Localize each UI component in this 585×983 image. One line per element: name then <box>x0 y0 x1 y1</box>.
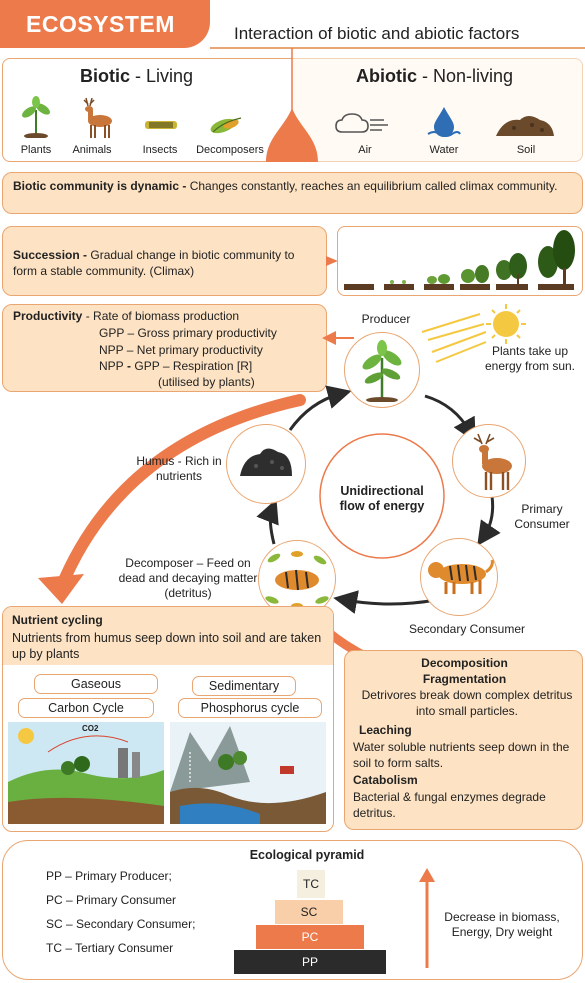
npp-formula: NPP - GPP – Respiration [R] <box>99 358 252 374</box>
biotic-dash: - <box>130 66 147 86</box>
abiotic-item-soil: Soil <box>516 144 536 156</box>
fragmentation-title: Fragmentation <box>422 672 507 686</box>
deer-icon <box>83 97 112 138</box>
productivity-box: Productivity - Rate of biomass productio… <box>2 304 327 392</box>
pyramid-level-pp: PP <box>234 950 386 974</box>
pyramid-legend-pc: PC – Primary Consumer <box>46 893 177 907</box>
divider-drop <box>266 48 318 162</box>
insects-icon <box>145 121 177 129</box>
biotic-title: Biotic <box>80 66 131 86</box>
productivity-text: - Rate of biomass production <box>82 309 240 323</box>
abiotic-title: Abiotic <box>356 66 417 86</box>
biotic-item-decomposers: Decomposers <box>196 144 264 156</box>
carbon-cycle-illustration <box>8 722 164 824</box>
sun-energy-label: Plants take up energy from sun. <box>484 344 576 373</box>
nutrient-title: Nutrient cycling <box>12 613 103 627</box>
npp-formula-note: (utilised by plants) <box>158 375 255 389</box>
succession-lead: Succession - <box>13 248 88 262</box>
producer-label: Producer <box>361 312 411 326</box>
abiotic-item-water: Water <box>429 144 459 156</box>
biotic-item-plants: Plants <box>20 144 52 156</box>
energy-flow-label: Unidirectional flow of energy <box>339 484 425 513</box>
gaseous-pill: Gaseous <box>34 674 158 694</box>
biotic-item-animals: Animals <box>72 144 112 156</box>
biotic-subtitle: Living <box>146 66 194 86</box>
plant-icon <box>22 96 50 138</box>
succession-stages-illustration <box>344 230 575 290</box>
decomposition-box: Decomposition Fragmentation Detrivores b… <box>344 650 583 830</box>
deer-icon-primary <box>473 433 512 490</box>
productivity-heading: Productivity - Rate of biomass productio… <box>13 308 239 324</box>
succession-arrow <box>326 256 338 266</box>
phosphorus-cycle-illustration <box>170 722 326 824</box>
sedimentary-pill: Sedimentary <box>192 676 296 696</box>
gpp-definition: GPP – Gross primary productivity <box>99 326 277 340</box>
decomposer-label: Decomposer – Feed on dead and decaying m… <box>118 556 258 600</box>
community-box: Biotic community is dynamic - Changes co… <box>2 172 583 214</box>
header-line <box>210 47 585 49</box>
co2-label: CO2 <box>82 724 99 733</box>
carbon-cycle-pill: Carbon Cycle <box>18 698 154 718</box>
succession-text-block: Succession - Gradual change in biotic co… <box>13 247 313 279</box>
community-text: Changes constantly, reaches an equilibri… <box>189 179 558 193</box>
nutrient-text: Nutrients from humus seep down into soil… <box>12 631 322 661</box>
abiotic-heading: Abiotic - Non-living <box>356 66 513 87</box>
decomposition-title: Decomposition <box>421 656 508 670</box>
water-icon <box>427 107 461 137</box>
humus-label: Humus - Rich in nutrients <box>136 454 222 483</box>
air-icon <box>335 113 388 133</box>
soil-icon <box>496 116 554 136</box>
npp-definition: NPP – Net primary productivity <box>99 343 263 357</box>
community-lead: Biotic community is dynamic - <box>13 179 187 193</box>
biotic-heading: Biotic - Living <box>80 66 193 87</box>
leaching-title: Leaching <box>359 723 412 737</box>
biotic-item-insects: Insects <box>142 144 178 156</box>
title-banner: ECOSYSTEM <box>0 0 210 48</box>
pyramid-level-sc: SC <box>275 900 343 924</box>
pyramid-arrow-label: Decrease in biomass, Energy, Dry weight <box>444 910 560 939</box>
community-text-block: Biotic community is dynamic - Changes co… <box>13 178 573 194</box>
succession-text: Gradual change in biotic community to fo… <box>13 248 295 278</box>
leaching-text: Water soluble nutrients seep down in the… <box>353 740 570 770</box>
abiotic-panel <box>292 58 583 162</box>
biotic-panel <box>2 58 292 162</box>
pyramid-legend-tc: TC – Tertiary Consumer <box>46 941 174 955</box>
pyramid-legend-pp: PP – Primary Producer; <box>46 869 172 883</box>
abiotic-dash: - <box>417 66 433 86</box>
pyramid-level-tc: TC <box>297 870 325 898</box>
npp-formula-rhs: GPP – Respiration [R] <box>134 359 253 373</box>
pyramid-legend-sc: SC – Secondary Consumer; <box>46 917 196 931</box>
phosphorus-cycle-pill: Phosphorus cycle <box>178 698 322 718</box>
page-title: ECOSYSTEM <box>26 11 175 37</box>
nutrient-header <box>3 607 333 665</box>
producer-plant-icon <box>362 340 402 402</box>
npp-formula-dash: - <box>123 359 135 373</box>
catabolism-text: Bacterial & fungal enzymes degrade detri… <box>353 790 546 820</box>
pyramid-level-pc: PC <box>256 925 364 949</box>
humus-icon <box>240 448 292 476</box>
page-subtitle: Interaction of biotic and abiotic factor… <box>234 24 520 43</box>
fragmentation-text: Detrivores break down complex detritus i… <box>361 688 573 718</box>
secondary-consumer-label: Secondary Consumer <box>408 622 526 636</box>
npp-formula-lhs: NPP <box>99 359 124 373</box>
catabolism-title: Catabolism <box>353 773 418 787</box>
abiotic-item-air: Air <box>358 144 372 156</box>
primary-consumer-label: Primary Consumer <box>514 502 570 531</box>
sun-icon <box>486 304 526 344</box>
tiger-icon <box>428 559 494 594</box>
succession-box: Succession - Gradual change in biotic co… <box>2 226 327 296</box>
decrease-arrow-icon <box>419 868 435 968</box>
pyramid-title: Ecological pyramid <box>249 848 365 862</box>
productivity-lead: Productivity <box>13 309 83 323</box>
decomposer-icon <box>265 551 329 609</box>
abiotic-subtitle: Non-living <box>433 66 514 86</box>
decomposers-icon <box>210 117 242 134</box>
